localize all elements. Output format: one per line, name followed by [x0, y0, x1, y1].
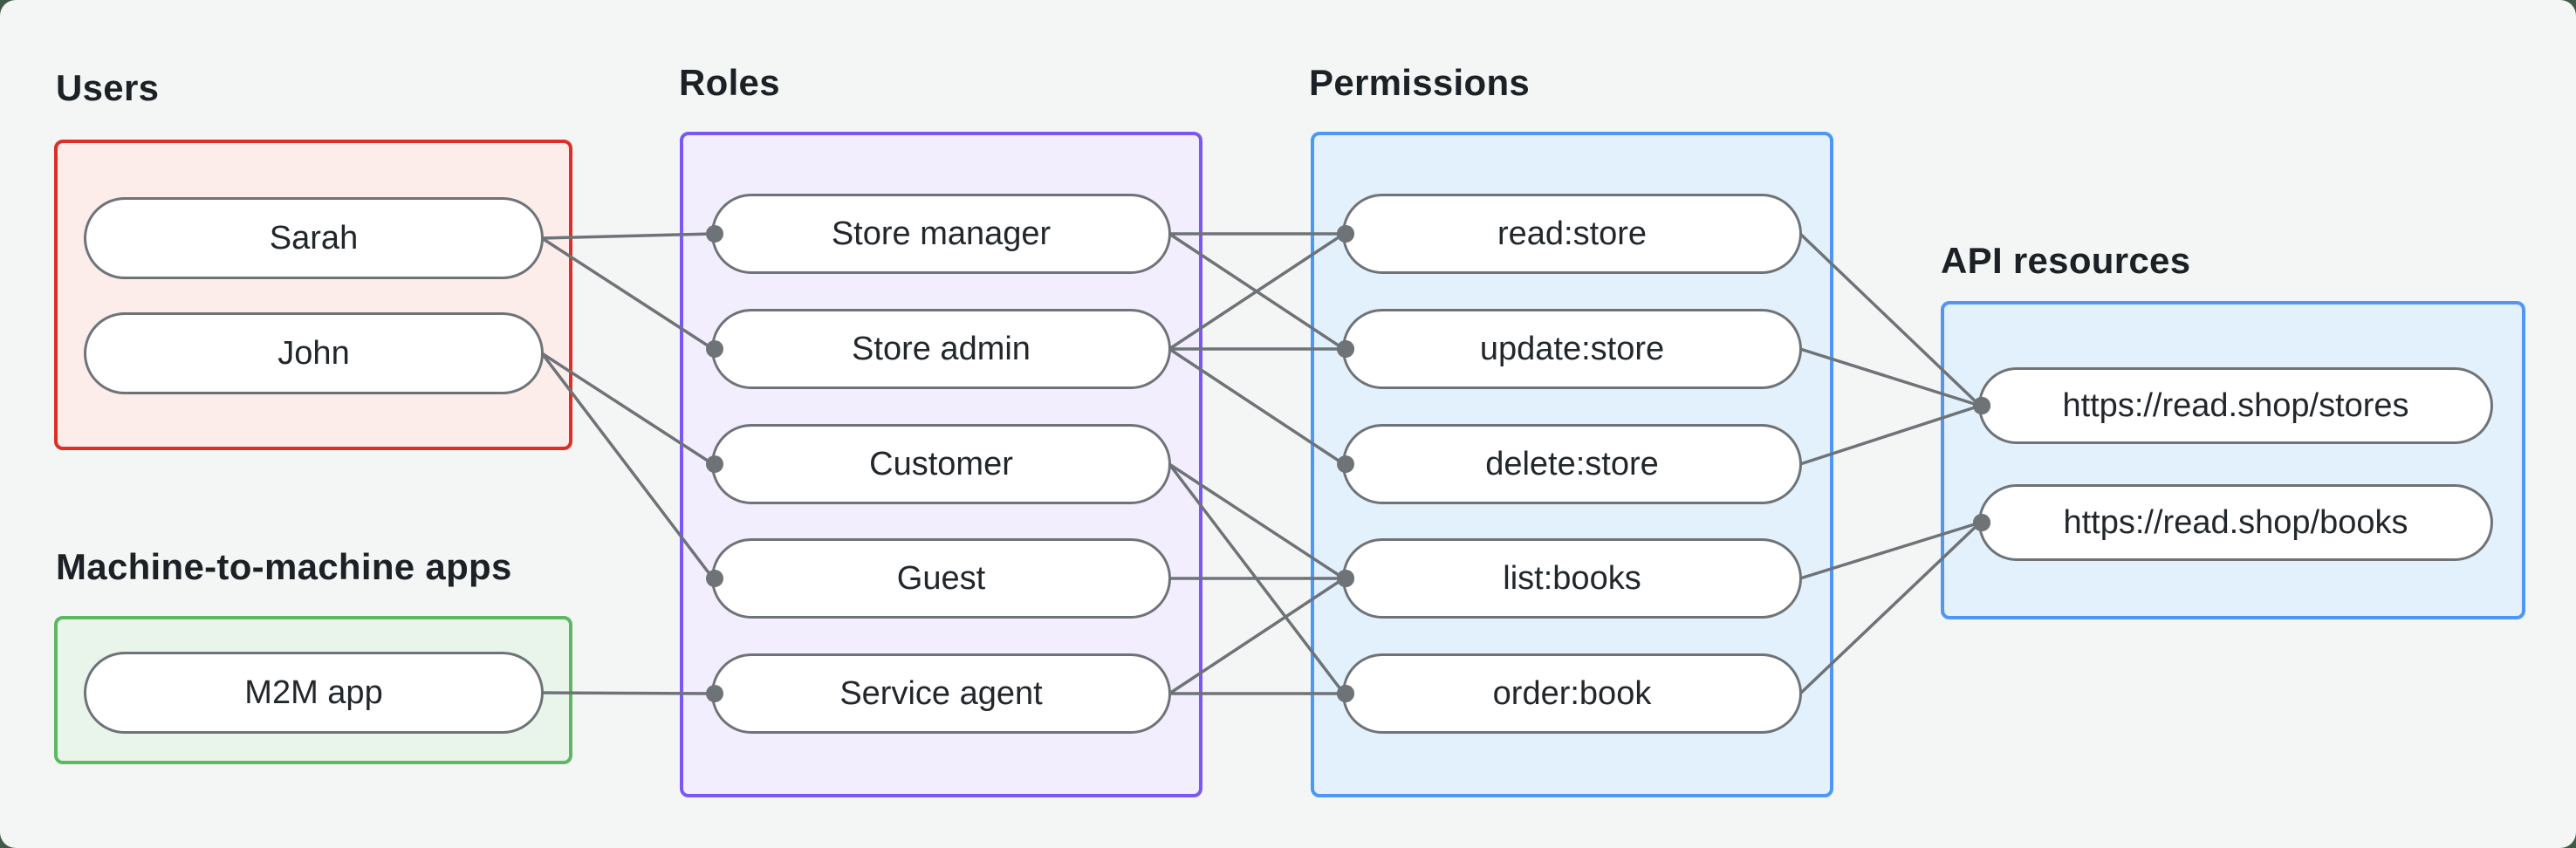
node-store-admin: Store admin [711, 309, 1171, 389]
node-john: John [84, 312, 544, 394]
node-list-books: list:books [1342, 538, 1802, 619]
users-group-label: Users [56, 67, 160, 108]
node-store-manager: Store manager [711, 194, 1171, 274]
permissions-group-label: Permissions [1309, 62, 1531, 103]
users-group-box [54, 140, 572, 450]
node-sarah: Sarah [84, 197, 544, 279]
node-delete-store: delete:store [1342, 424, 1802, 504]
node-stores-resource: https://read.shop/stores [1978, 367, 2493, 444]
m2m-apps-group-label: Machine-to-machine apps [56, 546, 512, 587]
api-resources-group-box [1941, 301, 2525, 619]
node-books-resource: https://read.shop/books [1978, 484, 2493, 561]
node-order-book: order:book [1342, 653, 1802, 734]
node-read-store: read:store [1342, 194, 1802, 274]
node-customer: Customer [711, 424, 1171, 504]
api-resources-group-label: API resources [1941, 240, 2191, 281]
roles-group-label: Roles [679, 62, 780, 103]
node-service-agent: Service agent [711, 653, 1171, 734]
node-update-store: update:store [1342, 309, 1802, 389]
node-m2m-app: M2M app [84, 652, 544, 734]
node-guest: Guest [711, 538, 1171, 619]
